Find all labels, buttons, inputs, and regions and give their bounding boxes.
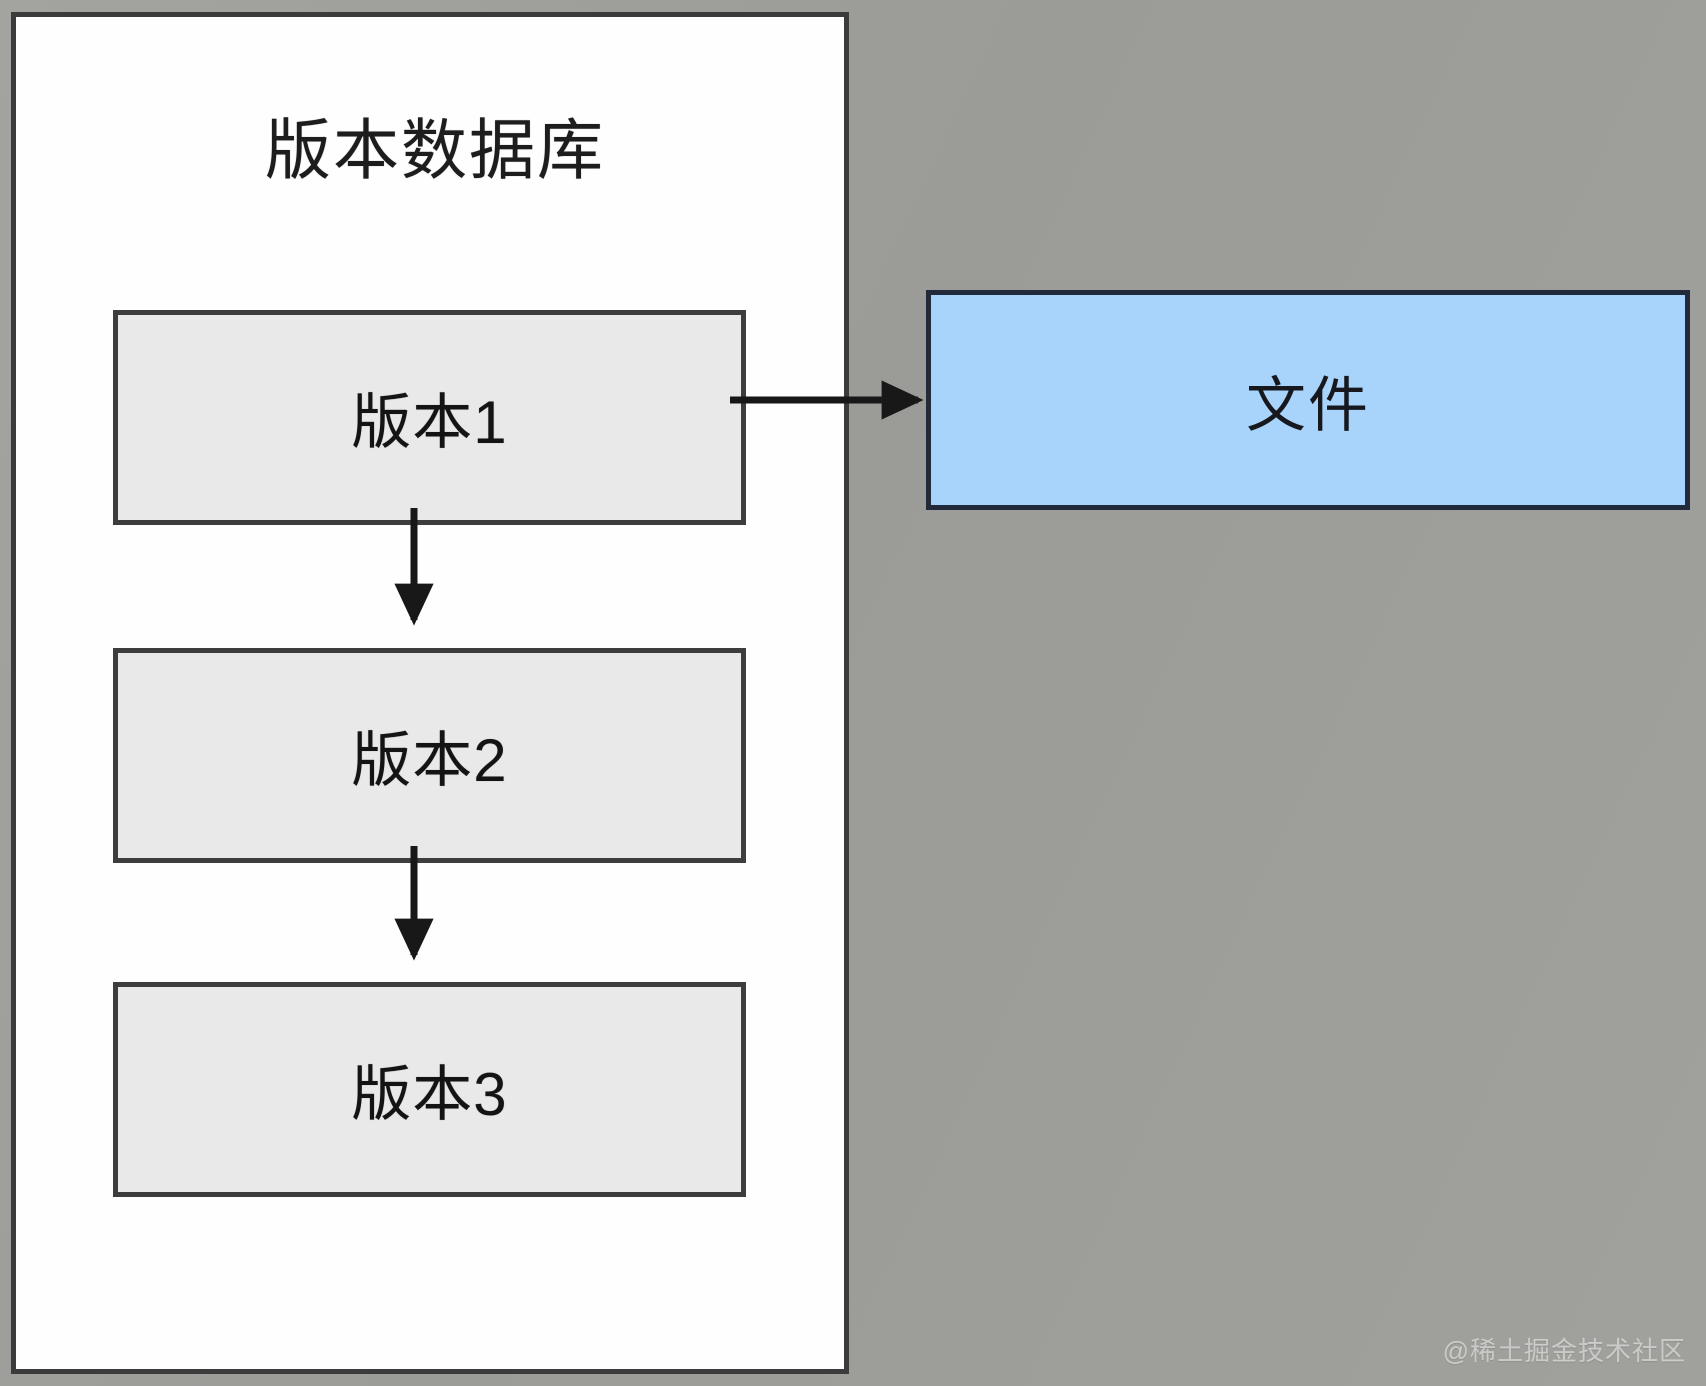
version-database-title: 版本数据库 [265, 113, 605, 187]
watermark: @稀土掘金技术社区 [1442, 1336, 1686, 1366]
version-node-3[interactable]: 版本3 [113, 982, 746, 1197]
file-node[interactable]: 文件 [926, 290, 1690, 510]
version-node-1[interactable]: 版本1 [113, 310, 746, 525]
version-database-container: 版本数据库 版本1 版本2 版本3 [11, 12, 849, 1374]
version-node-2[interactable]: 版本2 [113, 648, 746, 863]
